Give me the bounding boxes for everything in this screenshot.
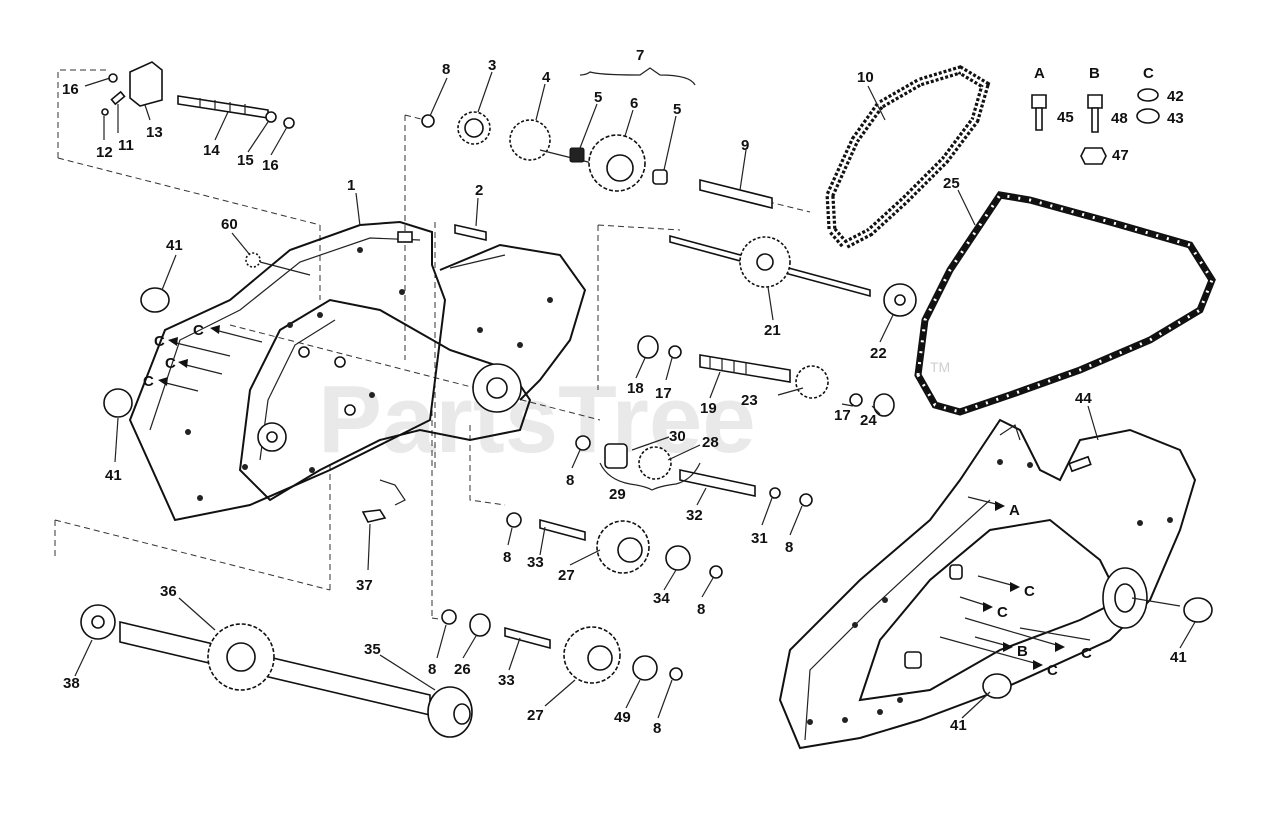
callout-37: 37 [356, 577, 373, 594]
shaft-19-assembly [637, 335, 895, 417]
screw-60 [245, 252, 261, 268]
callout-3: 3 [488, 57, 496, 74]
callout-8: 8 [503, 549, 511, 566]
callout-34: 34 [653, 590, 670, 607]
callout-8: 8 [566, 472, 574, 489]
fastener-legend: A B C 45 48 47 42 43 [1034, 65, 1184, 164]
callout-23: 23 [741, 392, 758, 409]
axle-assembly [80, 604, 473, 738]
gasket [914, 191, 1216, 416]
reference-letter-labels: C C C C A C C B C C [143, 322, 1092, 679]
callout-1: 1 [347, 177, 355, 194]
callout-30: 30 [669, 428, 686, 445]
callout-19: 19 [700, 400, 717, 417]
callout-8: 8 [428, 661, 436, 678]
callout-33: 33 [527, 554, 544, 571]
shift-shaft-assembly [101, 61, 295, 129]
reference-arrows [158, 325, 1181, 670]
callout-41: 41 [950, 717, 967, 734]
callout-12: 12 [96, 144, 113, 161]
callout-25: 25 [943, 175, 960, 192]
legend-letter-a: A [1034, 65, 1045, 82]
callout-4: 4 [542, 69, 551, 86]
callout-17: 17 [834, 407, 851, 424]
callout-33: 33 [498, 672, 515, 689]
ref-letter: A [1009, 502, 1020, 519]
callout-5: 5 [673, 101, 681, 118]
callout-13: 13 [146, 124, 163, 141]
callout-49: 49 [614, 709, 631, 726]
callout-16: 16 [262, 157, 279, 174]
callout-41: 41 [105, 467, 122, 484]
callout-28: 28 [702, 434, 719, 451]
callout-21: 21 [764, 322, 781, 339]
ref-letter: C [154, 333, 165, 350]
lower-gear-row [441, 609, 683, 684]
callout-31: 31 [751, 530, 768, 547]
callout-41: 41 [166, 237, 183, 254]
legend-part-48: 48 [1111, 110, 1128, 127]
callout-38: 38 [63, 675, 80, 692]
legend-part-45: 45 [1057, 109, 1074, 126]
fastener-legend-hardware [1031, 88, 1160, 165]
ref-letter: C [997, 604, 1008, 621]
shaft-sprocket-21 [669, 234, 917, 317]
callout-14: 14 [203, 142, 220, 159]
callout-29: 29 [609, 486, 626, 503]
callout-32: 32 [686, 507, 703, 524]
ref-letter: B [1017, 643, 1028, 660]
callout-44: 44 [1075, 390, 1092, 407]
assembly-guide-lines [54, 69, 811, 621]
callout-8: 8 [785, 539, 793, 556]
bushings [103, 287, 1213, 699]
part-number-callouts: 1 2 3 4 5 5 6 7 8 8 8 8 8 8 8 9 10 11 12… [62, 47, 1187, 737]
callout-9: 9 [741, 137, 749, 154]
side-cover [778, 418, 1197, 750]
callout-8: 8 [697, 601, 705, 618]
callout-36: 36 [160, 583, 177, 600]
ref-letter: C [165, 355, 176, 372]
drive-chain [825, 65, 991, 251]
callout-27: 27 [527, 707, 544, 724]
callout-10: 10 [857, 69, 874, 86]
middle-gear-row [506, 512, 723, 579]
ref-letter: C [143, 373, 154, 390]
callout-22: 22 [870, 345, 887, 362]
callout-17: 17 [655, 385, 672, 402]
callout-16: 16 [62, 81, 79, 98]
callout-24: 24 [860, 412, 877, 429]
cluster-28-32 [575, 435, 813, 507]
upper-gear-train [421, 111, 773, 242]
callout-5: 5 [594, 89, 602, 106]
callout-7: 7 [636, 47, 644, 64]
callout-2: 2 [475, 182, 483, 199]
callout-27: 27 [558, 567, 575, 584]
callout-26: 26 [454, 661, 471, 678]
callout-15: 15 [237, 152, 254, 169]
leader-lines [74, 67, 1196, 719]
legend-part-42: 42 [1167, 88, 1184, 105]
chassis-housing [128, 220, 587, 523]
callout-8: 8 [442, 61, 450, 78]
ref-letter: C [1081, 645, 1092, 662]
callout-11: 11 [118, 137, 134, 154]
callout-41: 41 [1170, 649, 1187, 666]
ref-letter: C [193, 322, 204, 339]
ref-letter: C [1024, 583, 1035, 600]
callout-35: 35 [364, 641, 381, 658]
watermark-trademark: TM [930, 359, 950, 375]
callout-60: 60 [221, 216, 238, 233]
legend-part-43: 43 [1167, 110, 1184, 127]
callout-6: 6 [630, 95, 638, 112]
callout-8: 8 [653, 720, 661, 737]
legend-letter-c: C [1143, 65, 1154, 82]
legend-letter-b: B [1089, 65, 1100, 82]
ref-letter: C [1047, 662, 1058, 679]
legend-part-47: 47 [1112, 147, 1129, 164]
callout-18: 18 [627, 380, 644, 397]
